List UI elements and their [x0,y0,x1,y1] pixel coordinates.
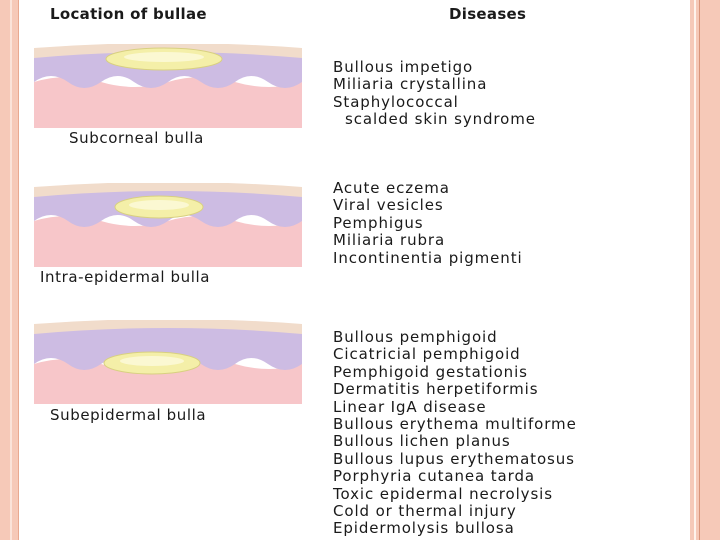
slide-content: Location of bullae Diseases Subcorneal b… [24,0,688,540]
slide-border-right [690,0,720,540]
disease-item: Viral vesicles [333,196,444,215]
subcorneal-skin-illustration [34,44,302,128]
disease-item: Toxic epidermal necrolysis [333,484,553,503]
diseases-column-header: Diseases [449,5,527,23]
disease-item: Cicatricial pemphigoid [333,345,521,364]
disease-item: Dermatitis herpetiformis [333,380,539,399]
stratum-corneum-layer [34,183,302,197]
disease-item: Bullous lichen planus [333,432,511,451]
subcorneal-bulla-diagram [34,44,302,128]
bulla-highlight [129,200,189,210]
disease-item: Pemphigus [333,213,424,232]
bulla-highlight [120,356,184,366]
disease-item: Incontinentia pigmenti [333,248,523,267]
disease-item: Epidermolysis bullosa [333,519,515,538]
disease-item: Staphylococcal [333,92,459,111]
disease-item: Acute eczema [333,179,450,197]
epidermis-layer [34,326,302,370]
disease-item: scalded skin syndrome [345,110,536,129]
disease-item: Bullous impetigo [333,58,474,76]
dermis-layer [34,77,302,128]
disease-item: Porphyria cutanea tarda [333,467,535,486]
subepidermal-bulla-diagram [34,320,302,404]
disease-item: Miliaria crystallina [333,75,488,94]
disease-item: Miliaria rubra [333,231,446,250]
subepidermal-disease-list: Bullous pemphigoid Cicatricial pemphigoi… [333,328,577,538]
intra-epidermal-disease-list: Acute eczema Viral vesicles Pemphigus Mi… [333,179,523,267]
subcorneal-disease-list: Bullous impetigo Miliaria crystallina St… [333,58,536,129]
subepidermal-skin-illustration [34,320,302,404]
disease-item: Pemphigoid gestationis [333,362,528,381]
disease-item: Bullous erythema multiforme [333,415,577,434]
location-column-header: Location of bullae [50,5,207,23]
slide-border-left [0,0,19,540]
intra-epidermal-skin-illustration [34,183,302,267]
dermis-layer [34,216,302,267]
intra-epidermal-bulla-diagram [34,183,302,267]
subepidermal-bulla-label: Subepidermal bulla [50,406,207,424]
disease-item: Bullous pemphigoid [333,328,498,346]
subcorneal-bulla-label: Subcorneal bulla [69,129,204,147]
disease-item: Bullous lupus erythematosus [333,449,575,468]
bulla-highlight [124,52,204,62]
disease-item: Linear IgA disease [333,397,487,416]
stratum-corneum-layer [34,320,302,334]
dermis-layer [34,359,302,404]
disease-item: Cold or thermal injury [333,502,517,521]
intra-epidermal-bulla-label: Intra-epidermal bulla [40,268,211,286]
